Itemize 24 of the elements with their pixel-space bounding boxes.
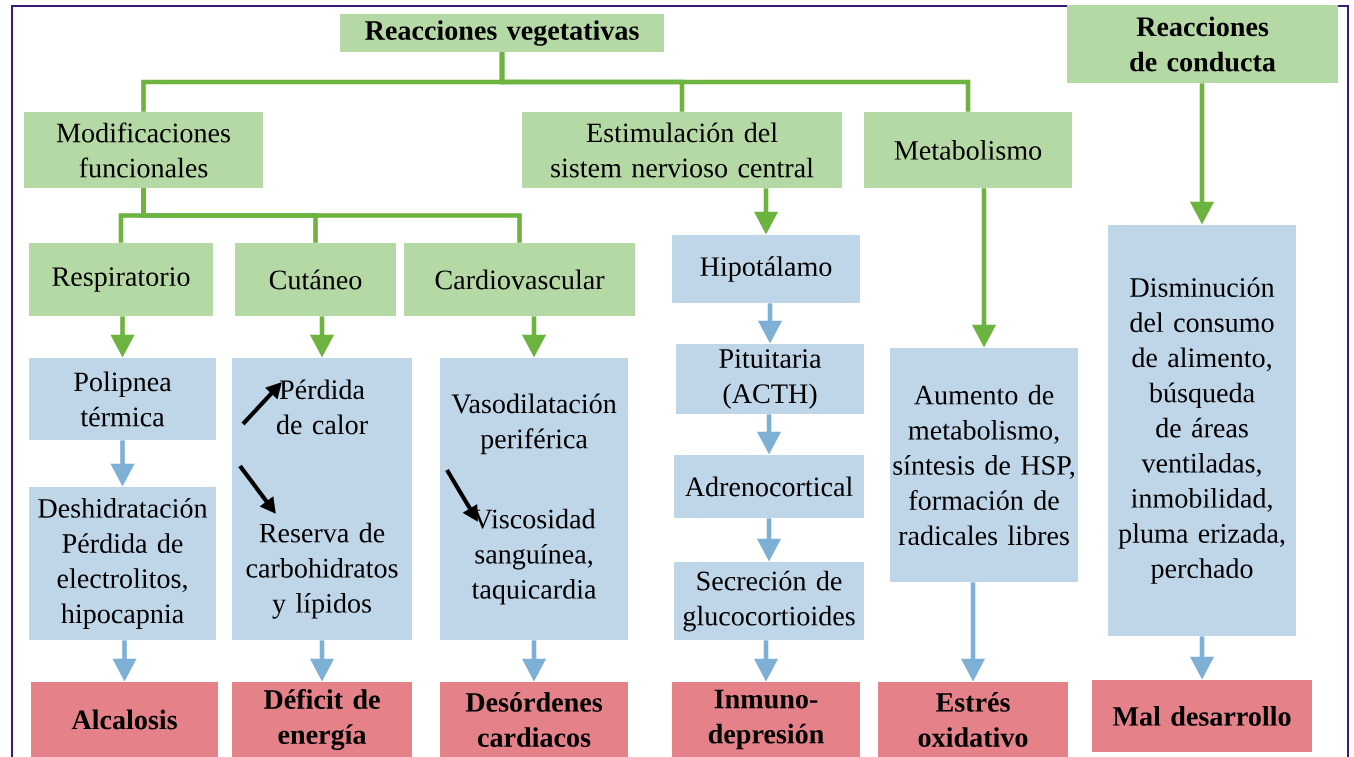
process-box: Vasodilatación periférica Viscosidad sanguínea, taquicardia (440, 358, 628, 640)
outcome-box: Déficit de energía (232, 682, 412, 757)
category-box: Metabolismo (864, 112, 1072, 188)
category-box: Cutáneo (235, 243, 396, 316)
process-box: Deshidratación Pérdida de electrolitos, hipocapnia (29, 487, 216, 640)
outcome-box: Alcalosis (31, 682, 218, 757)
outcome-box: Desórdenes cardiacos (440, 682, 628, 757)
process-box: Adrenocortical (674, 455, 864, 518)
process-box: Aumento de metabolismo, síntesis de HSP, formación de radicales libres (890, 348, 1078, 582)
outcome-box: Inmuno-depresión (672, 682, 860, 757)
process-box: Pituitaria (ACTH) (676, 344, 864, 414)
outcome-box: Mal desarrollo (1092, 680, 1312, 752)
category-box: Modificaciones funcionales (24, 112, 263, 188)
category-box: Estimulación del sistem nervioso central (522, 112, 842, 188)
process-box: Secreción de glucocortioides (674, 562, 864, 640)
process-box: Pérdida de calor Reserva de carbohidratos y lípidos (232, 358, 412, 640)
category-box: Reacciones de conducta (1067, 5, 1338, 83)
category-box: Reacciones vegetativas (340, 14, 664, 52)
category-box: Cardiovascular (404, 243, 635, 316)
outcome-box: Estrés oxidativo (878, 682, 1068, 757)
process-box: Disminución del consumo de alimento, búsqueda de áreas ventiladas, inmobilidad, pluma erizada, perchado (1108, 225, 1296, 636)
process-box: Hipotálamo (672, 235, 860, 303)
category-box: Respiratorio (29, 243, 213, 316)
process-box: Polipnea térmica (29, 358, 216, 440)
